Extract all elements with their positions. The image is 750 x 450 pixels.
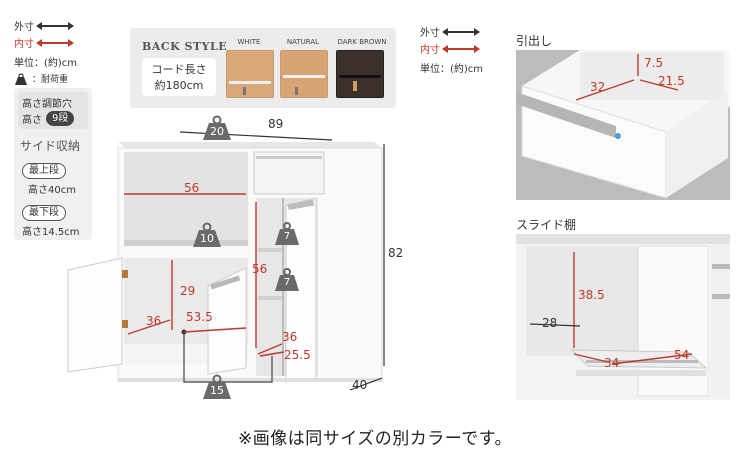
swatch-label-dark-brown: DARK BROWN bbox=[337, 38, 387, 46]
bottom-shelf-badge: 最下段 bbox=[22, 205, 66, 221]
legend-right: 外寸 内寸 単位：(約)cm bbox=[420, 24, 483, 75]
cord-length-label: コード長さ bbox=[151, 63, 207, 76]
unit-label-right: 単位：(約)cm bbox=[420, 64, 484, 75]
swatch-dark-brown-back bbox=[336, 50, 384, 98]
slide-shelf-title: スライド棚 bbox=[516, 218, 577, 232]
inner-arrow-icon bbox=[36, 38, 74, 47]
side-info-panel: 高さ調節穴 高さ 9段 サイド収納 最上段 高さ40cm 最下段 高さ14.5c… bbox=[14, 88, 92, 240]
slide-shelf-depth-label: 54 bbox=[674, 348, 690, 362]
outer-depth-label: 40 bbox=[352, 378, 368, 392]
inner-side-height-label: 56 bbox=[252, 262, 268, 276]
side-storage-title: サイド収納 bbox=[20, 139, 81, 153]
outer-dimension-label-right: 外寸 bbox=[420, 28, 440, 39]
weight-icon bbox=[15, 72, 27, 85]
swatch-label-natural: NATURAL bbox=[286, 38, 320, 46]
inner-lower-width-label: 53.5 bbox=[186, 310, 213, 324]
cabinet-illustration bbox=[67, 131, 385, 391]
load-side-lower-icon: 7 bbox=[274, 268, 300, 292]
inner-dimension-label-right: 内寸 bbox=[420, 45, 440, 56]
drawer-depth-label: 21.5 bbox=[658, 74, 685, 88]
inner-lower-depth-label: 36 bbox=[146, 314, 162, 328]
load-side-upper-value: 7 bbox=[283, 231, 291, 242]
legend-left: 外寸 内寸 単位：(約)cm ：耐荷重 bbox=[14, 18, 77, 85]
drawer-height-label: 7.5 bbox=[644, 56, 664, 70]
slide-shelf-width-label: 34 bbox=[604, 356, 620, 370]
outer-arrow-icon-right bbox=[442, 27, 480, 36]
bottom-load-bracket bbox=[183, 332, 273, 383]
load-label: ：耐荷重 bbox=[32, 75, 69, 85]
load-bottom-value: 15 bbox=[210, 384, 224, 397]
load-side-upper-icon: 7 bbox=[274, 222, 300, 246]
unit-label: 単位：(約)cm bbox=[14, 58, 78, 69]
outer-arrow-icon bbox=[36, 21, 74, 30]
cord-length-value: 約180cm bbox=[154, 79, 204, 92]
load-bottom-icon: 15 bbox=[202, 374, 232, 400]
outer-width-label: 89 bbox=[268, 117, 284, 131]
slide-shelf-height-label: 38.5 bbox=[578, 288, 605, 302]
inner-dimension-lines bbox=[124, 193, 285, 357]
footer-note: ※画像は同サイズの別カラーです。 bbox=[237, 429, 512, 449]
drawer-width-label: 32 bbox=[590, 80, 606, 94]
load-top-icon: 20 bbox=[202, 115, 232, 141]
swatch-label-white: WHITE bbox=[237, 38, 261, 46]
adjust-holes-label: 高さ調節穴 bbox=[22, 99, 72, 110]
drawer-title: 引出し bbox=[516, 34, 553, 48]
back-style-panel: BACK STYLE コード長さ 約180cm WHITE NATURAL DA… bbox=[130, 28, 396, 108]
cord-length-box: コード長さ 約180cm bbox=[142, 58, 216, 96]
load-middle-value: 10 bbox=[200, 232, 214, 245]
top-shelf-badge: 最上段 bbox=[22, 163, 66, 179]
outer-height-label: 82 bbox=[388, 246, 404, 260]
swatch-white-back bbox=[226, 50, 274, 98]
bottom-shelf-height: 高さ14.5cm bbox=[22, 227, 80, 238]
inner-dimension-label: 内寸 bbox=[14, 39, 34, 50]
outer-dimension-lines bbox=[179, 131, 385, 391]
swatch-natural-back bbox=[280, 50, 328, 98]
adjust-steps-badge: 9段 bbox=[46, 111, 75, 126]
adjust-height-label: 高さ bbox=[22, 115, 42, 126]
inner-top-width-label: 56 bbox=[184, 181, 200, 195]
cabinet-body bbox=[67, 142, 383, 383]
inner-arrow-icon-right bbox=[442, 44, 480, 53]
load-side-lower-value: 7 bbox=[283, 277, 291, 288]
inner-side-width-label: 25.5 bbox=[284, 348, 311, 362]
inner-side-depth-label: 36 bbox=[282, 330, 298, 344]
load-top-value: 20 bbox=[210, 125, 224, 138]
back-style-title: BACK STYLE bbox=[142, 40, 228, 53]
inner-lower-height-label: 29 bbox=[180, 284, 196, 298]
slide-shelf-photo: 38.5 28 34 54 bbox=[516, 234, 730, 400]
load-middle-icon: 10 bbox=[192, 222, 222, 248]
drawer-photo: 7.5 32 21.5 bbox=[516, 50, 730, 200]
outer-dimension-label: 外寸 bbox=[14, 22, 34, 33]
top-shelf-height: 高さ40cm bbox=[28, 185, 76, 196]
slide-shelf-outer-depth-label: 28 bbox=[542, 316, 558, 330]
